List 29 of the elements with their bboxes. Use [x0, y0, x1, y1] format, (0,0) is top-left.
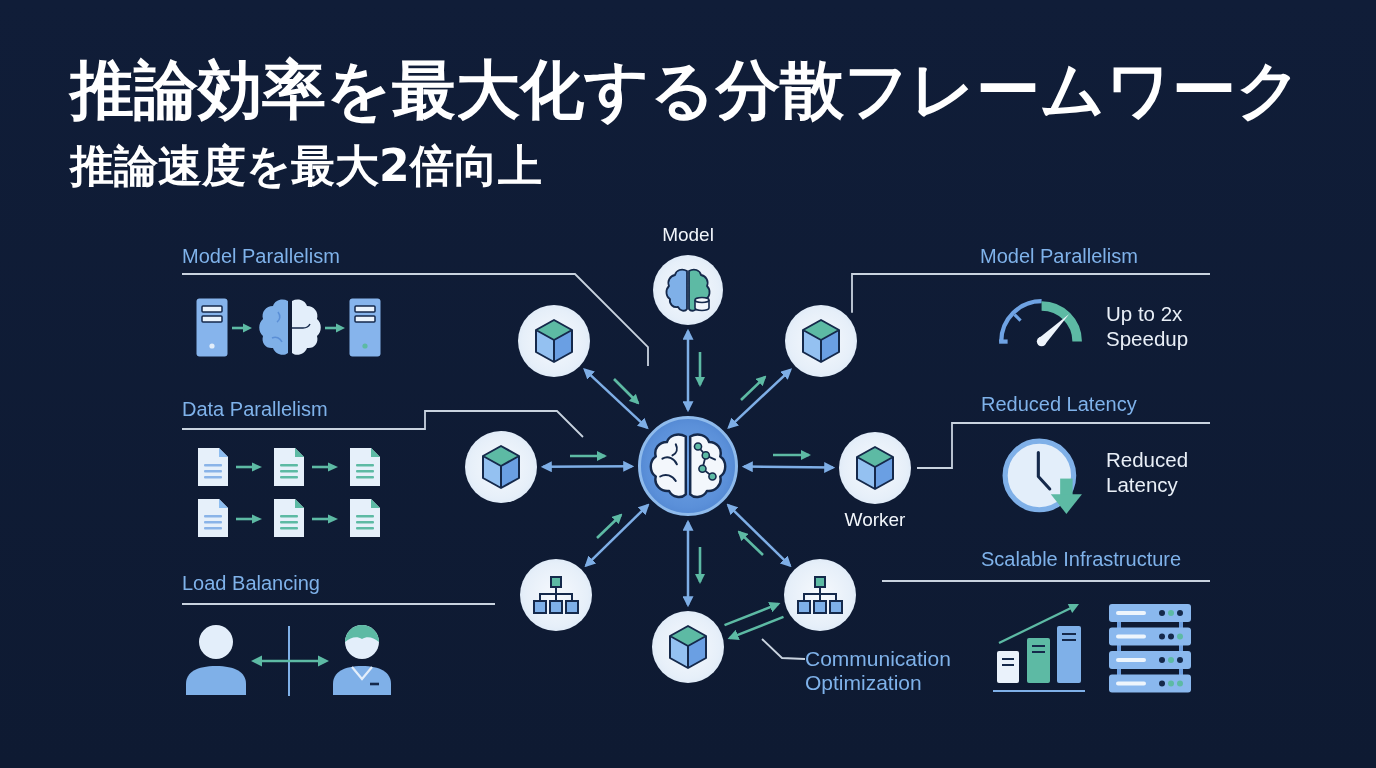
double-arrow	[540, 460, 635, 473]
arrow	[724, 602, 781, 627]
subtitle: 推論速度を最大2倍向上	[70, 141, 542, 191]
double-arrow	[726, 503, 792, 568]
caption-text: Up to 2x Speedup	[1106, 302, 1189, 351]
double-arrow	[583, 368, 649, 430]
section-heading: Reduced Latency	[981, 393, 1137, 421]
section-heading: Scalable Infrastructure	[981, 548, 1182, 571]
node-label: Worker	[844, 509, 906, 531]
leader-line	[181, 410, 584, 438]
double-arrow	[584, 503, 650, 568]
double-arrow	[682, 328, 694, 413]
section-heading: Data Parallelism	[182, 398, 328, 427]
section-heading: Model Parallelism	[980, 245, 1138, 272]
double-arrow	[741, 461, 836, 473]
leader-line	[916, 422, 1211, 469]
double-arrow	[727, 368, 792, 430]
leader-line	[761, 638, 806, 660]
leader-line	[181, 273, 649, 367]
leader-line	[851, 273, 1211, 314]
section-heading: Model Parallelism	[182, 245, 340, 272]
caption-text: Reduced Latency	[1106, 448, 1189, 497]
section-heading: Load Balancing	[182, 572, 320, 595]
hub-circle	[638, 416, 738, 516]
node-label: Model	[662, 224, 714, 246]
title: 推論効率を最大化する分散フレームワーク	[70, 55, 1302, 125]
arrow	[727, 615, 784, 640]
double-arrow	[682, 519, 694, 608]
callout-text: Communication Optimization	[805, 647, 951, 695]
